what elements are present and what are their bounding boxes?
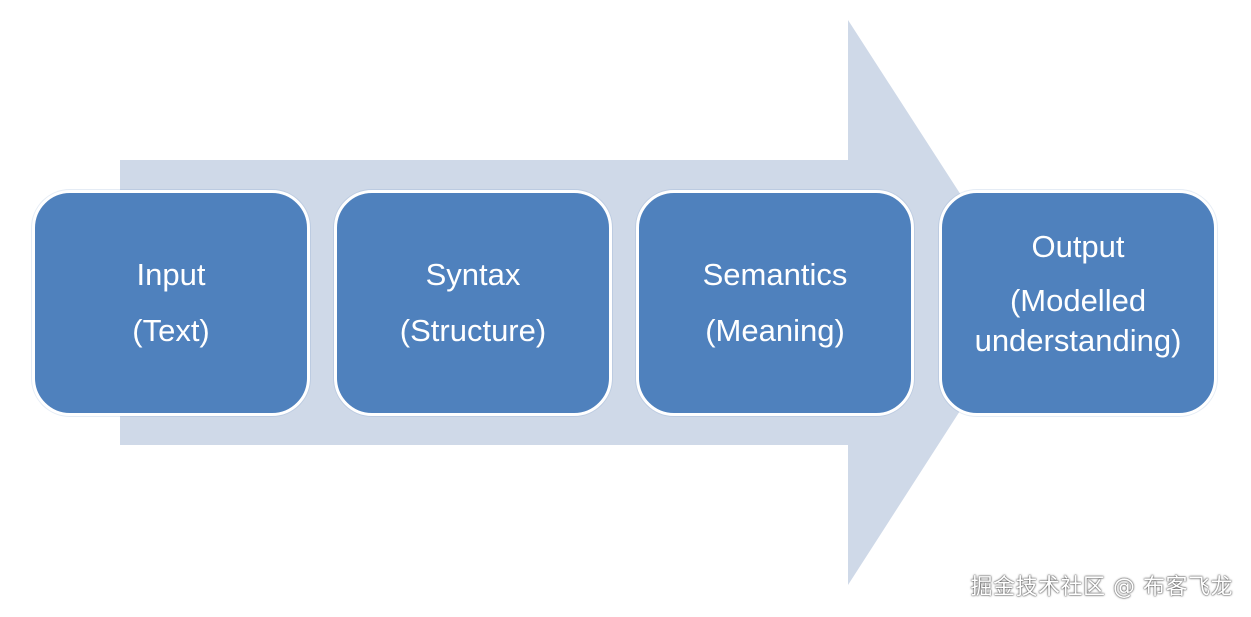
step-subtitle: (Text) [132, 313, 210, 348]
step-subtitle: (Modelled understanding) [974, 283, 1182, 358]
step-subtitle: (Structure) [399, 313, 547, 348]
watermark: 掘金技术社区 @ 布客飞龙 [970, 575, 1233, 600]
step-box-input: Input (Text) [32, 190, 310, 416]
step-title: Output [1031, 229, 1125, 264]
step-box-output: Output (Modelled understanding) [939, 190, 1217, 416]
step-title: Semantics [702, 257, 848, 292]
step-box-semantics: Semantics (Meaning) [636, 190, 914, 416]
step-title: Syntax [425, 257, 521, 292]
step-box-syntax: Syntax (Structure) [334, 190, 612, 416]
step-title: Input [136, 257, 206, 292]
step-subtitle: (Meaning) [705, 313, 845, 348]
